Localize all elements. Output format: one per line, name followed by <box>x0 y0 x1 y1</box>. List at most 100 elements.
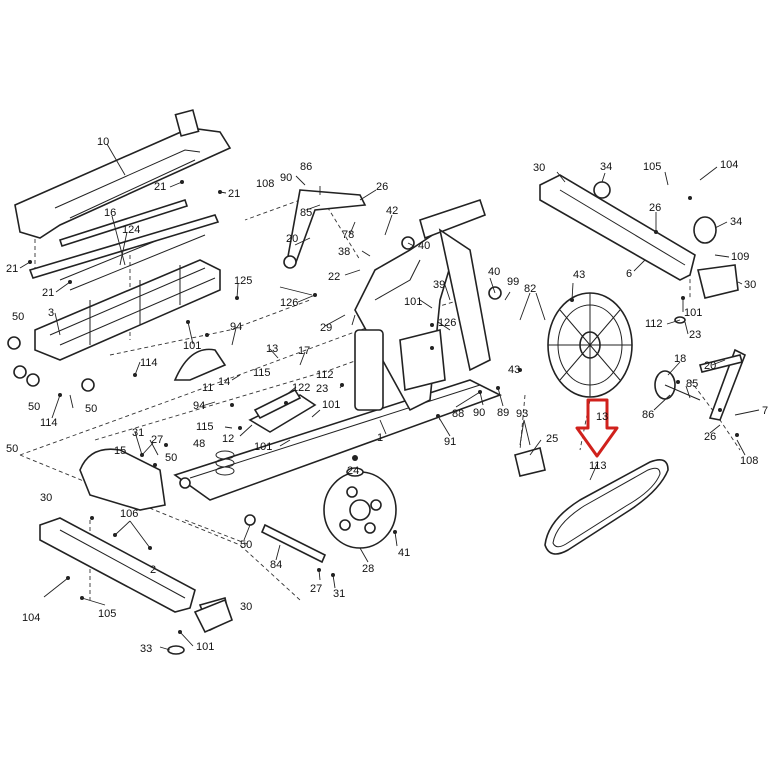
part-label-3: 3 <box>48 307 54 319</box>
leveling-feet <box>167 316 686 655</box>
part-label-13: 13 <box>266 343 278 355</box>
part-label-114: 114 <box>40 417 58 429</box>
part-label-115: 115 <box>253 367 271 379</box>
part-label-101: 101 <box>322 399 340 411</box>
leader-lines <box>19 143 760 651</box>
part-label-78: 78 <box>762 405 768 417</box>
part-label-38: 38 <box>338 246 350 258</box>
part-label-17: 17 <box>298 345 310 357</box>
part-label-30: 30 <box>744 279 756 291</box>
part-label-94: 94 <box>193 400 205 412</box>
part-label-24: 24 <box>347 465 359 477</box>
part-label-40: 40 <box>418 240 430 252</box>
part-84-axle <box>260 523 327 564</box>
part-label-21: 21 <box>42 287 54 299</box>
end-caps <box>193 598 233 634</box>
part-20-crank-arm <box>283 189 367 269</box>
part-label-109: 109 <box>731 251 749 263</box>
part-label-16: 16 <box>104 207 116 219</box>
part-label-50: 50 <box>12 311 24 323</box>
part-15-shroud <box>79 448 166 511</box>
part-label-86: 86 <box>300 161 312 173</box>
part-label-34: 34 <box>730 216 742 228</box>
part-label-25: 25 <box>546 433 558 445</box>
part-28-pulley <box>323 471 397 549</box>
part-label-122: 122 <box>292 382 310 394</box>
part-18-hub <box>654 370 701 401</box>
part-label-31: 31 <box>132 427 144 439</box>
part-label-89: 89 <box>497 407 509 419</box>
part-label-105: 105 <box>98 608 116 620</box>
part-label-114: 114 <box>140 357 158 369</box>
part-label-6: 6 <box>626 268 632 280</box>
part-label-104: 104 <box>22 612 40 624</box>
part-label-90: 90 <box>473 407 485 419</box>
part-3-frame <box>34 224 221 361</box>
part-label-124: 124 <box>122 224 140 236</box>
part-label-50: 50 <box>85 403 97 415</box>
part-label-43: 43 <box>573 269 585 281</box>
part-label-125: 125 <box>234 275 252 287</box>
part-label-21: 21 <box>6 263 18 275</box>
part-1-main-frame <box>173 198 503 501</box>
part-label-112: 112 <box>316 369 334 381</box>
part-label-41: 41 <box>398 547 410 559</box>
part-12-handle <box>248 388 317 433</box>
part-label-101: 101 <box>684 307 702 319</box>
part-label-21: 21 <box>228 188 240 200</box>
part-label-11: 11 <box>202 382 213 394</box>
part-label-108: 108 <box>740 455 758 467</box>
part-label-33: 33 <box>140 643 152 655</box>
part-label-18: 18 <box>674 353 686 365</box>
part-label-112: 112 <box>645 318 663 330</box>
part-label-27: 27 <box>310 583 322 595</box>
part-label-26: 26 <box>376 181 388 193</box>
part-label-22: 22 <box>328 271 340 283</box>
part-25-tensioner <box>514 447 546 477</box>
flywheel <box>547 292 633 398</box>
part-label-113: 113 <box>589 460 607 472</box>
part-label-101: 101 <box>196 641 214 653</box>
part-label-91: 91 <box>444 436 456 448</box>
part-label-50: 50 <box>6 443 18 455</box>
part-label-1: 1 <box>377 432 383 444</box>
part-label-30: 30 <box>40 492 52 504</box>
part-label-26: 26 <box>649 202 661 214</box>
bushings-50 <box>7 236 502 526</box>
part-label-85: 85 <box>300 207 312 219</box>
part-113-drive-belt <box>544 459 669 555</box>
part-label-12: 12 <box>222 433 234 445</box>
part-label-23: 23 <box>316 383 328 395</box>
part-label-43: 43 <box>508 364 520 376</box>
part-label-30: 30 <box>240 601 252 613</box>
part-label-101: 101 <box>254 441 272 453</box>
part-label-42: 42 <box>386 205 398 217</box>
part-label-34: 34 <box>600 161 612 173</box>
part-label-93: 93 <box>516 408 528 420</box>
part-48-spring <box>215 450 235 476</box>
part-label-29: 29 <box>320 322 332 334</box>
part-label-106: 106 <box>120 508 138 520</box>
part-label-48: 48 <box>193 438 205 450</box>
part-label-20: 20 <box>704 360 716 372</box>
part-label-126: 126 <box>438 317 456 329</box>
part-label-50: 50 <box>28 401 40 413</box>
part-label-2: 2 <box>150 564 156 576</box>
part-label-108: 108 <box>256 178 274 190</box>
part-label-15: 15 <box>114 445 126 457</box>
part-label-50: 50 <box>165 452 177 464</box>
part-10-housing <box>14 109 232 239</box>
part-label-104: 104 <box>720 159 738 171</box>
part-label-126: 126 <box>280 297 298 309</box>
part-label-13: 13 <box>596 411 608 423</box>
part-label-101: 101 <box>404 296 422 308</box>
part-label-39: 39 <box>433 279 445 291</box>
part-label-78: 78 <box>342 229 354 241</box>
part-label-99: 99 <box>507 276 519 288</box>
highlight-arrow <box>575 398 619 458</box>
part-label-105: 105 <box>643 161 661 173</box>
part-label-23: 23 <box>689 329 701 341</box>
part-label-20: 20 <box>286 233 298 245</box>
part-label-101: 101 <box>183 340 201 352</box>
